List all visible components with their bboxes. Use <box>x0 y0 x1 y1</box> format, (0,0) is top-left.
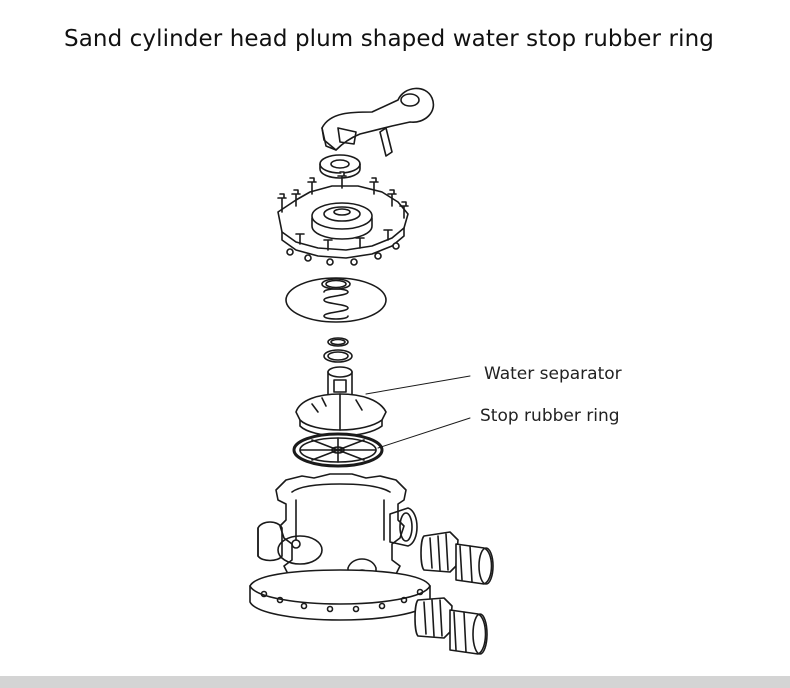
stop-rubber-ring <box>292 432 384 468</box>
handle-pin <box>379 127 393 157</box>
o-ring-small <box>327 337 349 347</box>
water-separator-leader <box>365 375 471 395</box>
union-fitting-upper <box>420 531 494 585</box>
o-ring-large <box>323 349 353 363</box>
page-title: Sand cylinder head plum shaped water sto… <box>64 26 714 52</box>
handle-lever <box>321 87 435 151</box>
stop-rubber-ring-leader <box>377 417 471 449</box>
union-fitting-lower <box>414 597 488 655</box>
valve-body <box>249 473 431 621</box>
footer-bar <box>0 676 790 688</box>
valve-cover <box>277 185 409 259</box>
cover-bolts <box>277 171 409 266</box>
top-gasket-disc <box>285 277 387 323</box>
stop-rubber-ring-label: Stop rubber ring <box>480 406 620 426</box>
leader-lines <box>365 375 471 449</box>
water-separator <box>295 366 387 437</box>
spring <box>323 288 349 320</box>
water-separator-label: Water separator <box>484 364 622 384</box>
washer <box>319 154 361 179</box>
